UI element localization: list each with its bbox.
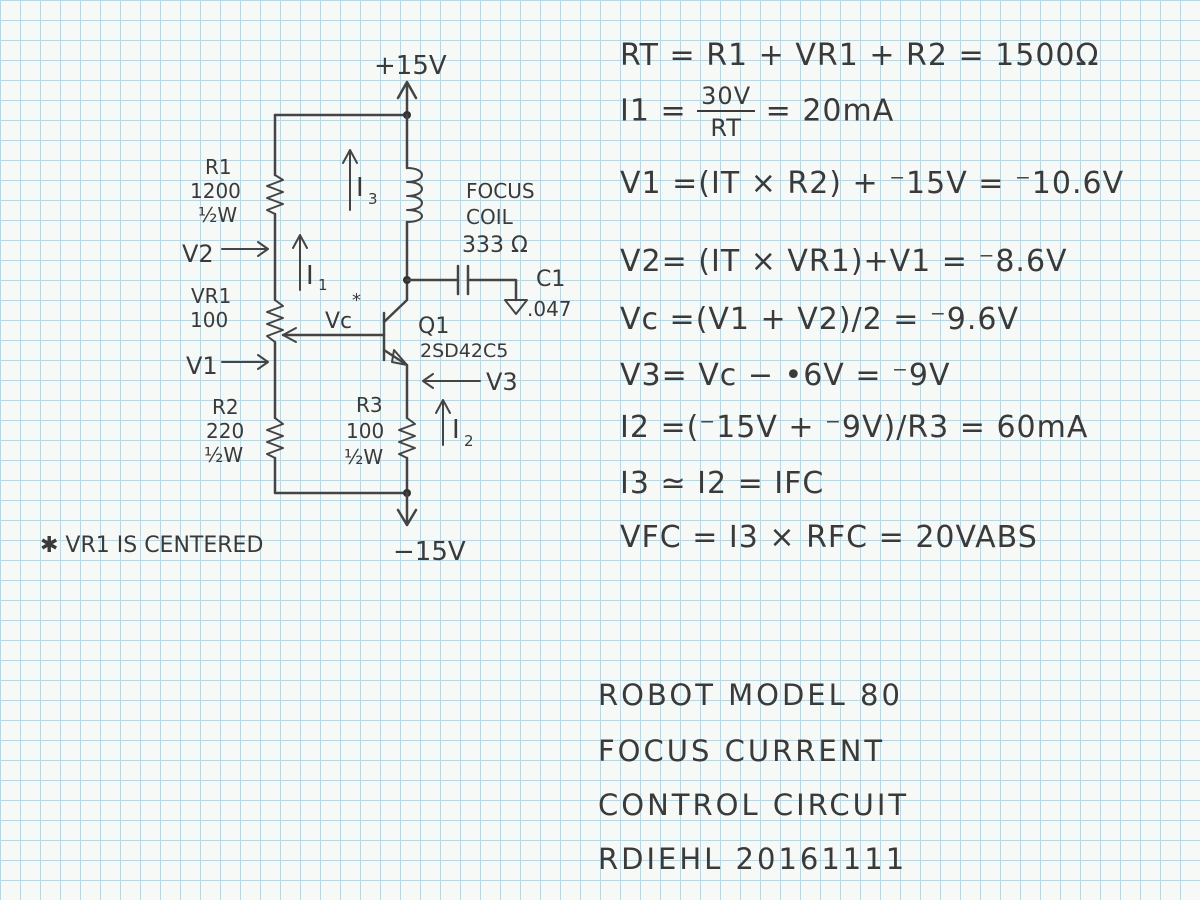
q1-collector <box>382 278 409 324</box>
coil-label-line1: FOCUS <box>466 179 535 203</box>
equation-i3: I3 ≃ I2 = IFC <box>620 466 825 501</box>
r3-power: ½W <box>344 445 383 469</box>
i1-current-arrow <box>292 234 308 291</box>
vc-asterisk: * <box>352 290 361 311</box>
equation-i2: I2 =(⁻15V + ⁻9V)/R3 = 60mA <box>620 410 1089 445</box>
r3-resistor <box>398 417 416 459</box>
v3-label: V3 <box>486 368 518 396</box>
pos-supply-arrow <box>396 80 418 117</box>
vr1-potentiometer <box>266 299 284 343</box>
q1-name: Q1 <box>418 314 449 339</box>
r3-value: 100 <box>346 419 384 443</box>
q1-emitter-arrowhead <box>391 349 408 366</box>
equation-i1-numerator: 30V <box>697 84 756 112</box>
r3-name: R3 <box>356 393 383 417</box>
equation-v1: V1 =(IT × R2) + ⁻15V = ⁻10.6V <box>620 166 1125 201</box>
equation-v2: V2= (IT × VR1)+V1 = ⁻8.6V <box>620 244 1068 279</box>
title-line-author-date: RDIEHL 20161111 <box>598 842 908 876</box>
centered-note: ✱ VR1 IS CENTERED <box>40 533 263 558</box>
c1-name: C1 <box>536 267 565 292</box>
c1-value: .047 <box>527 297 572 321</box>
r1-resistor <box>266 174 284 215</box>
vc-label: Vc <box>325 309 352 334</box>
focus-coil-inductor <box>406 167 423 223</box>
r1-name: R1 <box>205 155 232 179</box>
v1-label: V1 <box>186 352 218 380</box>
v3-arrow <box>422 373 481 389</box>
title-line-focus: FOCUS CURRENT <box>598 734 886 768</box>
r2-resistor <box>266 417 284 459</box>
coil-resistance: 333 Ω <box>462 233 528 258</box>
equation-vfc: VFC = I3 × RFC = 20VABS <box>620 520 1038 555</box>
equation-i1-denominator: RT <box>710 114 742 142</box>
v1-arrow <box>221 354 269 370</box>
neg-supply-arrow <box>396 491 418 527</box>
i2-current-arrow <box>435 399 451 446</box>
r2-power: ½W <box>204 443 243 467</box>
pos-supply-label: +15V <box>374 51 447 81</box>
i3-subscript: 3 <box>368 190 378 208</box>
r2-bottom-wire <box>273 456 409 495</box>
r1-value: 1200 <box>190 179 241 203</box>
r2-value: 220 <box>206 419 244 443</box>
c1-lead-right <box>466 278 518 302</box>
i2-label: I <box>452 415 460 445</box>
equation-vc: Vc =(V1 + V2)/2 = ⁻9.6V <box>620 302 1019 337</box>
equation-v3: V3= Vc − •6V = ⁻9V <box>620 358 951 393</box>
i3-label: I <box>356 173 364 203</box>
neg-supply-label: −15V <box>393 537 466 567</box>
equation-i1: I1 = 30V RT = 20mA <box>620 84 894 140</box>
equation-i1-lhs: I1 = <box>620 93 687 129</box>
i1-subscript: 1 <box>318 276 328 294</box>
wiper-arrowhead <box>282 327 297 343</box>
v2-label: V2 <box>182 240 214 268</box>
title-line-model: ROBOT MODEL 80 <box>598 678 903 712</box>
vr1-value: 100 <box>190 308 228 332</box>
i3-current-arrow <box>342 149 358 211</box>
equation-i1-fraction: 30V RT <box>697 84 756 142</box>
coil-label-line2: COIL <box>466 205 514 229</box>
r2-name: R2 <box>212 395 239 419</box>
vr1-name: VR1 <box>191 284 231 308</box>
i2-subscript: 2 <box>464 432 474 450</box>
v2-arrow <box>221 241 269 257</box>
c1-ground-symbol <box>504 299 528 315</box>
i1-label: I <box>306 261 314 291</box>
equation-i1-rhs: = 20mA <box>765 93 895 129</box>
r1-power: ½W <box>198 203 237 227</box>
equation-total-resistance: RT = R1 + VR1 + R2 = 1500Ω <box>620 38 1100 73</box>
title-line-control: CONTROL CIRCUIT <box>598 788 910 822</box>
q1-part-number: 2SD42C5 <box>420 340 508 362</box>
